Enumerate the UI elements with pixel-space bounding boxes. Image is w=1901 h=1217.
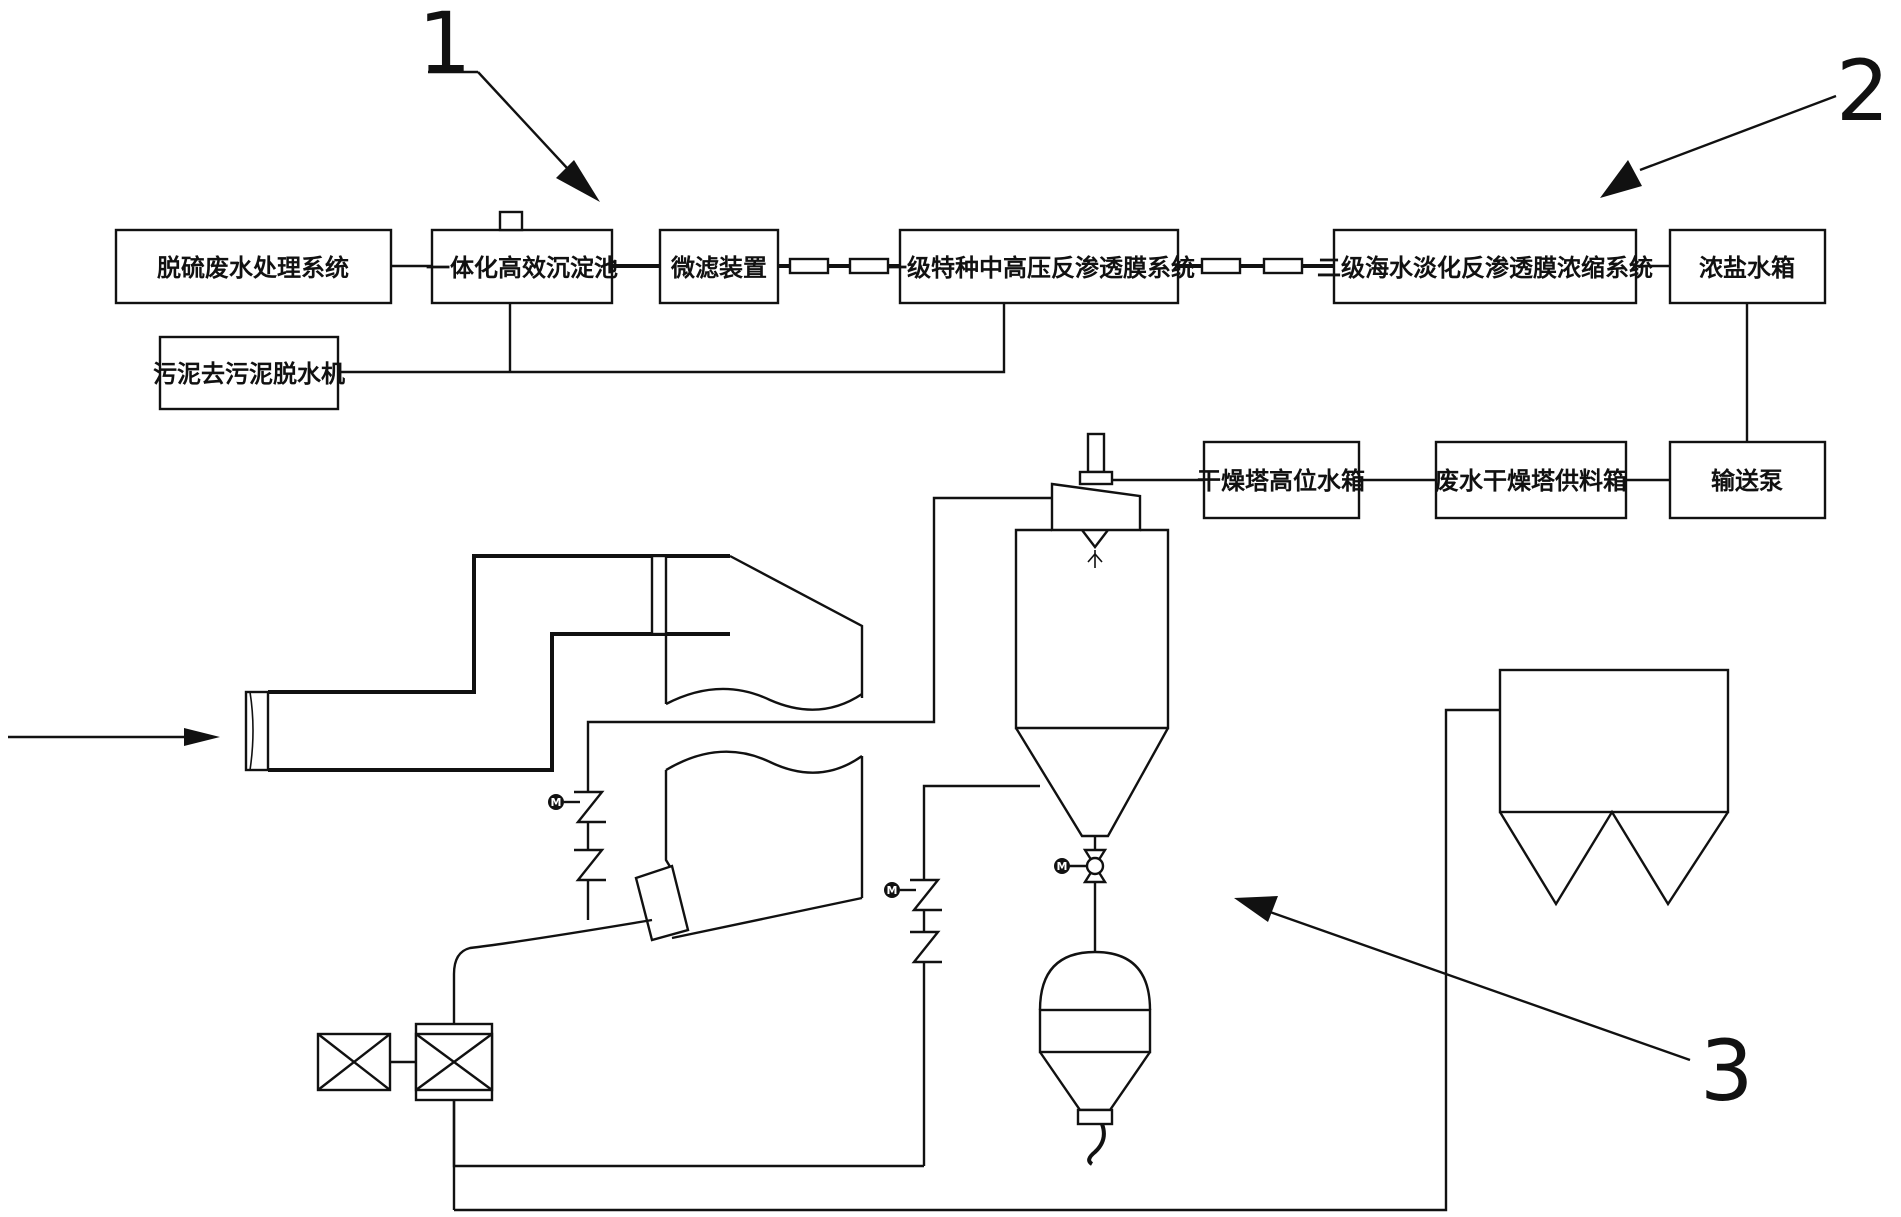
box-transfer-pump: 输送泵 bbox=[1668, 440, 1827, 520]
pipe-filter-4 bbox=[1262, 257, 1304, 275]
damper-middle-2 bbox=[910, 930, 942, 964]
air-lines: M M bbox=[452, 496, 1052, 1168]
label-drying-tower-head-tank: 干燥塔高位水箱 bbox=[1197, 467, 1365, 495]
atomizer-head bbox=[1050, 482, 1142, 532]
callout-1-leader bbox=[477, 71, 581, 183]
callout-3-leader bbox=[1269, 910, 1691, 1062]
motor-symbol-middle bbox=[884, 882, 900, 898]
callout-3: 3 bbox=[1234, 896, 1753, 1120]
top-row-connectors bbox=[391, 257, 1670, 275]
callout-1-arrowhead bbox=[556, 160, 600, 202]
box-microfiltration: 微滤装置 bbox=[658, 228, 780, 305]
fan-assembly bbox=[316, 918, 653, 1210]
box-drying-tower-head-tank: 干燥塔高位水箱 bbox=[1197, 440, 1365, 520]
discharge-hose bbox=[1087, 1123, 1106, 1166]
box-drying-tower-feed-tank: 废水干燥塔供料箱 bbox=[1434, 440, 1628, 520]
pipe-filter-2 bbox=[848, 257, 890, 275]
motor-label-middle: M bbox=[887, 884, 898, 897]
callout-1-label: 1 bbox=[418, 0, 471, 92]
label-primary-ro-membrane: 一级特种中高压反渗透膜系统 bbox=[883, 254, 1195, 282]
tower-discharge-valve bbox=[1085, 856, 1105, 876]
duct-outlet-flange bbox=[634, 864, 690, 942]
label-sludge-dewatering: 污泥去污泥脱水机 bbox=[153, 360, 345, 388]
callout-2-arrowhead bbox=[1600, 160, 1642, 198]
label-brine-tank: 浓盐水箱 bbox=[1699, 254, 1795, 282]
pipe-filter-1 bbox=[788, 257, 830, 275]
tank-top-nozzle bbox=[498, 210, 524, 232]
box-brine-tank: 浓盐水箱 bbox=[1668, 228, 1827, 305]
label-drying-tower-feed-tank: 废水干燥塔供料箱 bbox=[1435, 467, 1627, 495]
damper-middle-1 bbox=[910, 878, 942, 912]
box-secondary-ro-concentration: 二级海水淡化反渗透膜浓缩系统 bbox=[1317, 228, 1653, 305]
damper-left-2 bbox=[574, 848, 606, 882]
atomizer-motor bbox=[1086, 432, 1106, 474]
sludge-lines bbox=[338, 303, 1006, 374]
drying-tower: M bbox=[1014, 432, 1170, 952]
callout-3-label: 3 bbox=[1700, 1022, 1753, 1120]
motor-symbol-tower bbox=[1054, 858, 1070, 874]
label-integrated-sedimentation-tank: 一体化高效沉淀池 bbox=[426, 254, 618, 282]
dust-collector bbox=[454, 668, 1730, 1212]
inlet-arrowhead bbox=[184, 728, 220, 746]
callout-2-label: 2 bbox=[1836, 42, 1889, 140]
label-transfer-pump: 输送泵 bbox=[1711, 467, 1783, 495]
label-desulfurization-wastewater: 脱硫废水处理系统 bbox=[157, 254, 349, 282]
collection-hopper bbox=[1038, 950, 1152, 1166]
damper-left-1 bbox=[574, 790, 606, 824]
pipe-filter-3 bbox=[1200, 257, 1242, 275]
box-integrated-sedimentation-tank: 一体化高效沉淀池 bbox=[426, 210, 618, 305]
motor-symbol-left bbox=[548, 794, 564, 810]
motor-label-tower: M bbox=[1057, 860, 1068, 873]
flue-duct bbox=[8, 554, 864, 942]
callout-3-arrowhead bbox=[1234, 896, 1278, 922]
box-primary-ro-membrane: 一级特种中高压反渗透膜系统 bbox=[883, 228, 1195, 305]
box-sludge-dewatering: 污泥去污泥脱水机 bbox=[153, 335, 345, 411]
motor-label-left: M bbox=[551, 796, 562, 809]
callout-2-leader bbox=[1639, 94, 1837, 172]
box-desulfurization-wastewater: 脱硫废水处理系统 bbox=[114, 228, 393, 305]
callout-2: 2 bbox=[1600, 42, 1889, 198]
label-microfiltration: 微滤装置 bbox=[670, 254, 767, 282]
label-secondary-ro-concentration: 二级海水淡化反渗透膜浓缩系统 bbox=[1317, 254, 1653, 282]
callout-1: 1 bbox=[418, 0, 600, 202]
